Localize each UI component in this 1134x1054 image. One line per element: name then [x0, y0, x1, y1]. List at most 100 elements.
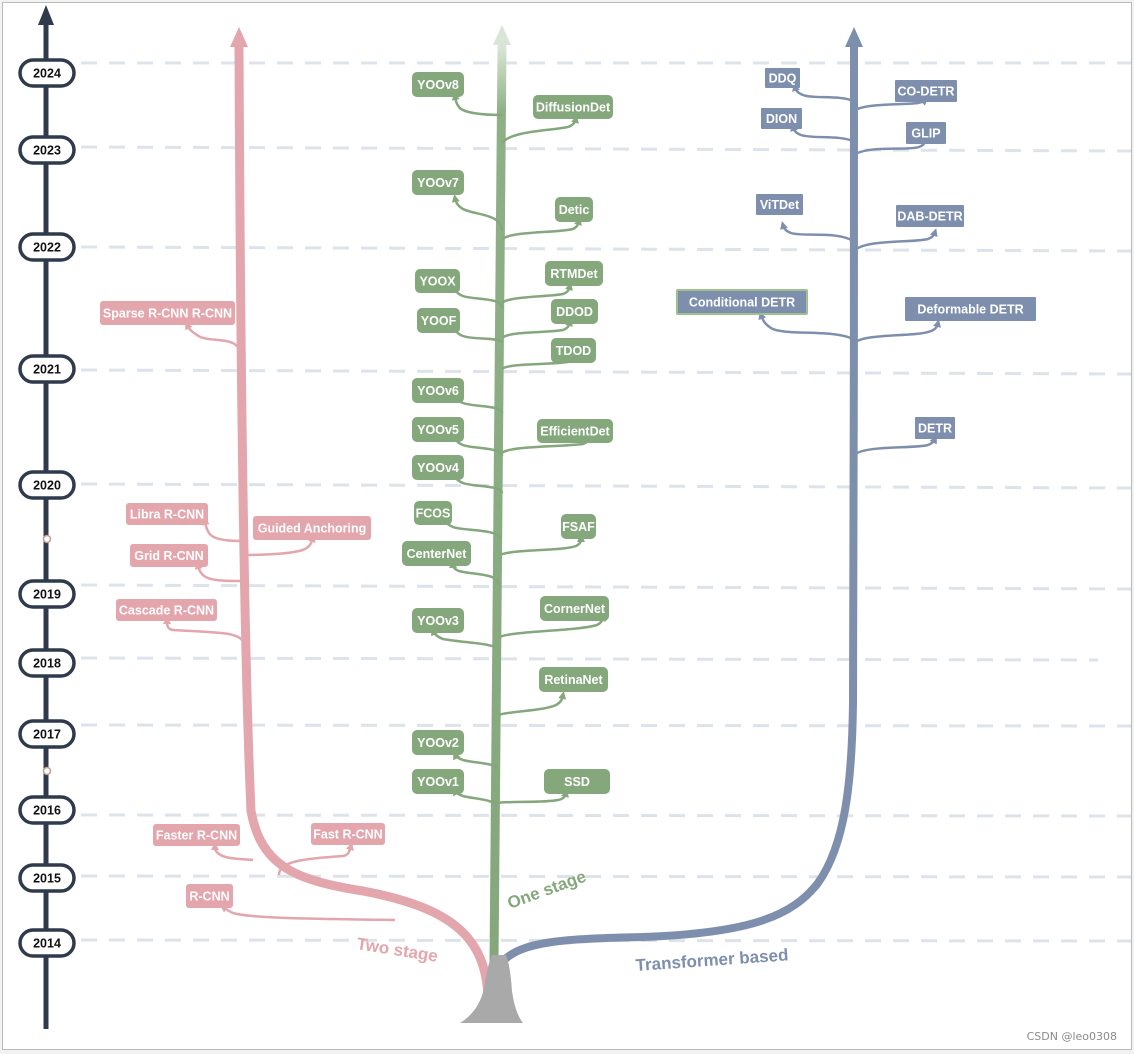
model-box-conditional-detr: Conditional DETR: [676, 289, 808, 315]
model-box-yoov1: YOOv1: [412, 769, 464, 794]
axis-arrow-icon: [38, 5, 54, 25]
year-badge-2023: 2023: [18, 135, 76, 165]
twig-yolov2: [453, 751, 499, 770]
model-label: RTMDet: [550, 267, 598, 281]
transformer-arrowhead-icon: [845, 27, 863, 47]
model-box-centernet: CenterNet: [402, 541, 471, 566]
model-label: Grid R-CNN: [134, 549, 203, 563]
model-label: DAB-DETR: [897, 210, 962, 224]
twig-yolov8: [451, 92, 503, 117]
model-label: Detic: [559, 203, 590, 217]
axis-dot: [42, 534, 52, 544]
twig-conditional-detr: [758, 311, 854, 341]
twig-guided-anchoring: [240, 534, 316, 557]
twig-dion: [790, 123, 854, 143]
twig-ddq: [792, 83, 854, 103]
model-label: Libra R-CNN: [130, 508, 204, 522]
year-badges: 2024202320222021202020192018201720162015…: [18, 58, 76, 958]
year-badge-2021: 2021: [18, 354, 76, 384]
model-box-ssd: SSD: [544, 769, 610, 794]
twig-fcos: [442, 516, 502, 540]
model-box-yoov5: YOOv5: [412, 417, 464, 442]
one-stage-label: One stage: [505, 867, 589, 913]
transformer-branch: [499, 27, 941, 965]
model-label: EfficientDet: [540, 425, 610, 439]
model-label: Cascade R-CNN: [119, 604, 214, 618]
year-label: 2023: [33, 144, 61, 158]
model-box-fast-r-cnn: Fast R-CNN: [311, 823, 385, 845]
model-box-yoov7: YOOv7: [412, 170, 464, 195]
model-label: CenterNet: [407, 547, 468, 561]
gridline: [80, 723, 1131, 728]
model-label: ViTDet: [760, 198, 800, 212]
model-box-detic: Detic: [555, 197, 593, 222]
detector-evolution-tree: 2024202320222021202020192018201720162015…: [18, 5, 1131, 1029]
twig-fsaf: [499, 534, 585, 557]
gridline: [80, 813, 1131, 818]
gridline: [80, 245, 1131, 253]
twig-faster-rcnn: [211, 842, 254, 862]
model-label: RetinaNet: [544, 673, 603, 687]
transformer-trunk: [499, 43, 858, 965]
model-box-diffusiondet: DiffusionDet: [533, 95, 613, 119]
twig-ssd: [495, 789, 569, 805]
twig-sparse-rcnn: [185, 321, 241, 350]
twig-yolov7: [451, 194, 504, 232]
model-label: Faster R-CNN: [156, 829, 237, 843]
year-badge-2019: 2019: [18, 579, 76, 609]
year-label: 2022: [33, 241, 61, 255]
model-label: YOOv5: [417, 423, 459, 437]
year-badge-2016: 2016: [18, 795, 76, 825]
tree-trunk-base: [460, 955, 523, 1023]
transformer-based-label: Transformer based: [635, 945, 789, 975]
model-label: YOOv1: [417, 775, 459, 789]
model-box-yoof: YOOF: [417, 308, 460, 333]
gridline: [80, 583, 1131, 591]
gridline: [80, 938, 1131, 943]
model-box-detr: DETR: [915, 417, 955, 439]
model-box-glip: GLIP: [906, 122, 946, 144]
model-label: YOOv3: [417, 614, 459, 628]
model-box-rtmdet: RTMDet: [545, 261, 603, 286]
axis-dot: [42, 766, 52, 776]
model-box-yoov3: YOOv3: [412, 608, 464, 633]
model-box-libra-r-cnn: Libra R-CNN: [126, 503, 208, 525]
twig-deformable-detr: [853, 319, 941, 345]
model-label: DDQ: [769, 72, 797, 86]
model-box-guided-anchoring: Guided Anchoring: [253, 516, 371, 540]
model-box-tdod: TDOD: [551, 338, 596, 363]
twig-rtmdet: [501, 282, 573, 305]
model-box-co-detr: CO-DETR: [895, 80, 957, 102]
model-box-fcos: FCOS: [414, 501, 452, 525]
model-box-cornernet: CornerNet: [540, 596, 609, 621]
gridline: [80, 482, 1131, 490]
model-label: YOOF: [421, 314, 457, 328]
year-label: 2024: [33, 67, 61, 81]
year-badge-2022: 2022: [18, 232, 76, 262]
year-label: 2016: [33, 804, 61, 818]
model-box-r-cnn: R-CNN: [186, 884, 233, 908]
twig-detic: [501, 217, 582, 241]
timeline-axis: [38, 5, 54, 1029]
model-label: FCOS: [416, 507, 451, 521]
model-box-sparse-r-cnn-r-cnn: Sparse R-CNN R-CNN: [100, 301, 235, 325]
watermark: CSDN @leo0308: [1026, 1030, 1117, 1043]
model-box-ddod: DDOD: [551, 299, 598, 324]
year-badge-2014: 2014: [18, 928, 76, 958]
two-stage-arrowhead-icon: [230, 27, 248, 47]
year-badge-2020: 2020: [18, 470, 76, 500]
model-box-fsaf: FSAF: [561, 514, 596, 539]
model-label: Deformable DETR: [917, 303, 1023, 317]
twig-vitdet: [780, 221, 854, 243]
one-stage-arrowhead-icon: [493, 25, 511, 45]
year-badge-2024: 2024: [18, 58, 76, 88]
two-stage-trunk: [234, 42, 493, 1003]
model-box-yoov6: YOOv6: [412, 378, 464, 403]
gridline: [80, 145, 1131, 153]
twig-retinanet: [497, 691, 567, 717]
model-label: TDOD: [556, 344, 591, 358]
twig-rcnn: [219, 904, 396, 922]
year-label: 2015: [33, 872, 61, 886]
gridline: [80, 368, 1131, 376]
